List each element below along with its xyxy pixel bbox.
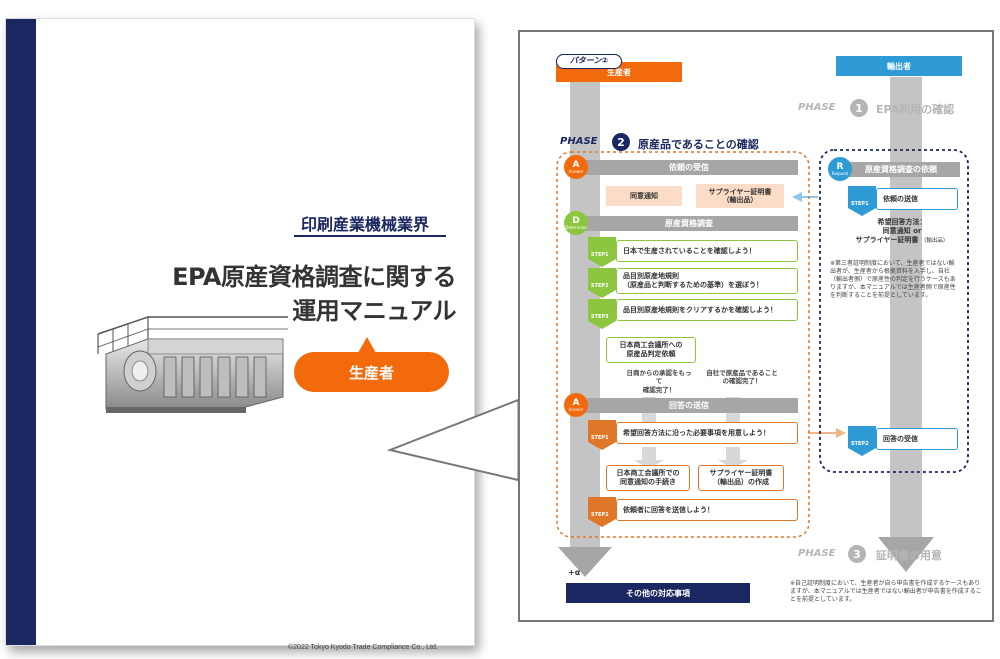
phase3-word: PHASE (798, 548, 836, 559)
producer-header-text: 生産者 (607, 67, 631, 77)
orange-step2-box: 依頼者に回答を送信しよう！ (616, 499, 798, 521)
cover-copyright: ©2022 Tokyo Kyodo Trade Compliance Co., … (288, 644, 438, 651)
blue-step1-label: STEP1 (851, 201, 869, 207)
cci-request-box: 日本商工会議所への原産品判定依頼 (606, 337, 696, 363)
orange-step2-chevron (588, 497, 616, 527)
other-actions-bar: その他の対応事項 (566, 583, 750, 603)
other-actions-text: その他の対応事項 (626, 588, 690, 598)
request-investigation-bar: 原産資格調査の依頼 (842, 162, 960, 177)
receive-request-text: 依頼の受信 (669, 163, 709, 172)
note-self-confirm: 自社で原産品であることの確認完了！ (706, 369, 778, 386)
green-step1-box: 日本で生産されていることを確認しよう！ (616, 240, 798, 262)
phase1-title: EPA利用の確認 (876, 103, 955, 116)
green-step2-box: 品目別原産地規則（原産品と判断するための基準）を選ぼう！ (616, 268, 798, 294)
plus-alpha-label: +α (568, 568, 581, 577)
supplier-cert-create-box: サプライヤー証明書（輸出品）の作成 (698, 465, 784, 491)
request-investigation-text: 原産資格調査の依頼 (865, 165, 937, 174)
cover-industry-underline (294, 235, 446, 237)
blue-step2-chevron (848, 426, 876, 456)
supplier-cert-box: サプライヤー証明書（輸出品） (696, 184, 784, 208)
cover-title-line2: 運用マニュアル (292, 297, 456, 325)
green-step2-label: STEP2 (591, 283, 609, 289)
send-answer-bar: 回答の送信 (580, 398, 798, 413)
cover-title-line1: EPA原産資格調査に関する (172, 263, 456, 291)
blue-step1-chevron (848, 186, 876, 216)
orange-step1-box: 希望回答方法に沿った必要事項を用意しよう！ (616, 422, 798, 444)
phase2-number: 2 (612, 133, 630, 151)
cover-industry-label: 印刷産業機械業界 (301, 215, 430, 234)
green-step-chevrons (588, 237, 616, 329)
printing-machine-illustration (97, 316, 288, 413)
blue-step2-box: 回答の受信 (876, 428, 958, 450)
green-step3-label: STEP3 (591, 314, 609, 320)
cover-role-badge: 生産者 (294, 352, 449, 392)
self-cert-note: ※自己証明制度において、生産者が自ら申告書を作成するケースもありますが、本マニュ… (790, 580, 982, 604)
cover-badge-pointer (358, 337, 376, 353)
cci-consent-box: 日本商工会議所での同意通知の手続き (606, 465, 690, 491)
phase1-number: 1 (850, 99, 868, 117)
phase2-title: 原産品であることの確認 (638, 138, 759, 151)
exporter-header-text: 輸出者 (887, 61, 911, 71)
manual-cover: 印刷産業機械業界 EPA原産資格調査に関する 運用マニュアル 生産者 ©2022… (5, 18, 475, 651)
exporter-header: 輸出者 (836, 56, 962, 76)
origin-investigation-text: 原産資格調査 (665, 219, 713, 228)
green-step3-box: 品目別原産地規則をクリアするかを確認しよう！ (616, 299, 798, 321)
receive-request-bar: 依頼の受信 (580, 160, 798, 175)
zoomed-flow-page: パターン② 生産者 パターン② 輸出者 PHASE 1 EPA利用の確認 PHA… (518, 30, 994, 622)
consent-notice-box: 同意通知 (606, 186, 682, 206)
green-step1-label: STEP1 (591, 252, 609, 258)
phase1-word: PHASE (798, 102, 836, 113)
phase3-number: 3 (848, 545, 866, 563)
blue-step2-label: STEP2 (851, 441, 869, 447)
phase3-title: 証明書の用意 (876, 549, 942, 562)
cover-spine (6, 19, 36, 645)
orange-step1-label: STEP1 (591, 435, 609, 441)
orange-step2-label: STEP2 (591, 512, 609, 518)
note-cci-approval: 日商からの承認をもって確認完了！ (626, 369, 692, 394)
phase2-word: PHASE (560, 136, 598, 147)
pattern-label-front: パターン② (556, 54, 622, 69)
orange-step1-chevron (588, 420, 616, 450)
third-party-cert-note: ※第三者証明制度において、生産者ではない輸出者が、生産者から根拠資料を入手し、自… (830, 260, 956, 300)
send-answer-text: 回答の送信 (669, 401, 709, 410)
blue-step1-box: 依頼の送信 (876, 188, 958, 210)
origin-investigation-bar: 原産資格調査 (580, 216, 798, 231)
